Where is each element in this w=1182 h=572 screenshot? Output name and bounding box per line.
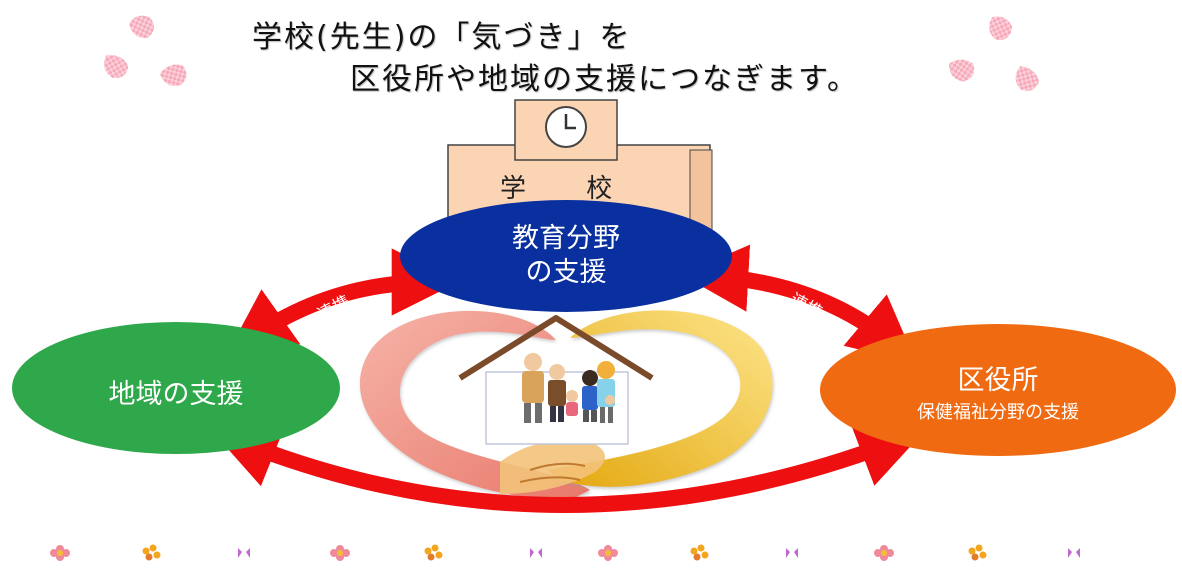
education-support-label: 教育分野 の支援: [446, 222, 686, 290]
link-arrow-left: [226, 248, 459, 356]
bottom-decoration-row: [50, 544, 1080, 561]
petal-decoration-left: [104, 15, 187, 86]
title-line-1: 学校(先生)の「気づき」を: [252, 20, 632, 55]
ward-office-node: [820, 324, 1176, 456]
title-line-2: 区役所や地域の支援につなぎます。: [350, 62, 859, 97]
petal-decoration-right: [948, 16, 1040, 91]
ward-office-label: 区役所 保健福祉分野の支援: [858, 364, 1138, 424]
education-support-line1: 教育分野: [512, 223, 620, 254]
house-family-illustration: [458, 315, 654, 445]
connection-arrows: [211, 244, 926, 513]
link-arrow-bottom: [211, 422, 926, 513]
community-support-label: 地域の支援: [56, 372, 296, 411]
community-support-node: [12, 322, 340, 454]
link-arrow-right: [681, 244, 917, 364]
community-support-line1: 地域の支援: [108, 379, 244, 410]
education-support-line2: の支援: [525, 257, 607, 288]
ward-office-line1: 区役所: [957, 365, 1039, 396]
link-label-bottom: 連携: [552, 515, 586, 535]
school-label: 学 校: [500, 174, 639, 204]
education-support-node: [400, 200, 732, 312]
ward-office-line2: 保健福祉分野の支援: [917, 402, 1079, 423]
